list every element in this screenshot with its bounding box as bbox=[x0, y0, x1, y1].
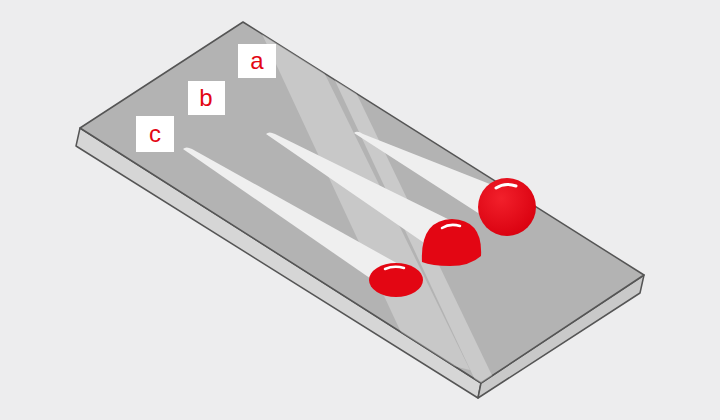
callout-letter: a bbox=[250, 49, 263, 73]
trail-c bbox=[183, 148, 402, 293]
label-box: c bbox=[136, 116, 174, 152]
droplets bbox=[369, 178, 536, 297]
callout-letter: c bbox=[149, 122, 161, 146]
plate-top bbox=[80, 22, 644, 383]
droplet-b bbox=[422, 219, 481, 266]
droplet-trails bbox=[183, 132, 505, 292]
label-box: b bbox=[188, 81, 225, 115]
highlight bbox=[496, 184, 516, 188]
highlight bbox=[385, 267, 404, 269]
label-box: a bbox=[238, 44, 276, 78]
callout-letter: b bbox=[199, 86, 212, 110]
droplet-c bbox=[369, 263, 423, 297]
droplet-a bbox=[478, 178, 536, 236]
highlight bbox=[442, 225, 460, 228]
